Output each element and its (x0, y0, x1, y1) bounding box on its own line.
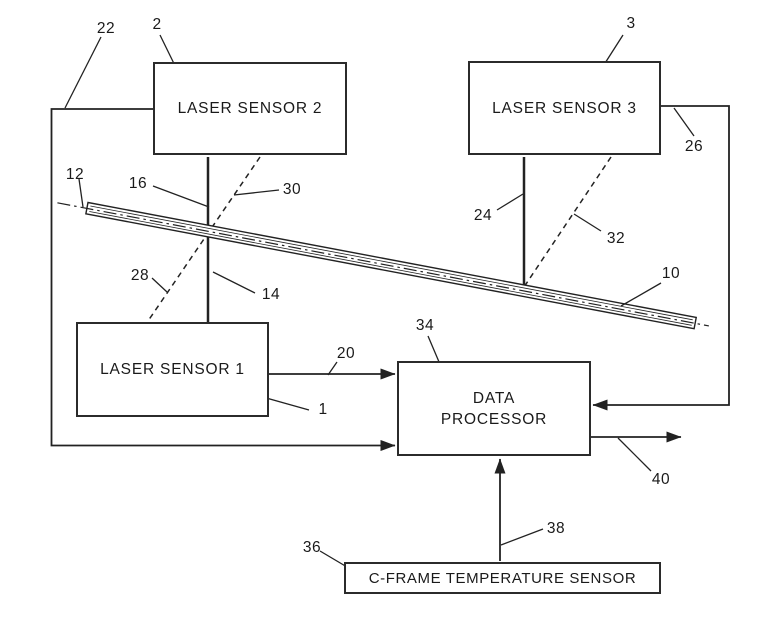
workpiece-strip-inner-top-line (90, 205, 693, 321)
ref-label-20: 20 (336, 345, 356, 362)
leader-line-20 (327, 361, 338, 376)
laser-sensor-1-label: LASER SENSOR 1 (100, 361, 245, 378)
dashed-beam-32 (523, 156, 612, 288)
leader-line-12 (78, 178, 84, 208)
c-frame-temperature-sensor-label: C-FRAME TEMPERATURE SENSOR (368, 569, 637, 587)
laser-sensor-1-box: LASER SENSOR 1 (76, 322, 269, 417)
ref-label-38: 38 (546, 520, 566, 537)
dashed-beam-30-28 (147, 156, 261, 322)
leader-line-26 (673, 107, 695, 137)
laser-sensor-2-label: LASER SENSOR 2 (177, 100, 323, 117)
ref-label-16: 16 (128, 175, 148, 192)
leader-line-24 (496, 193, 524, 211)
workpiece-centerline (57, 202, 709, 327)
signal-line-26 (592, 105, 730, 411)
signal-line-22 (50, 108, 396, 451)
data-processor-label-line1: DATA (472, 389, 516, 407)
leader-line-32 (573, 213, 602, 232)
ref-label-3: 3 (626, 15, 636, 32)
ref-label-32: 32 (606, 230, 626, 247)
workpiece-strip-inner-bottom-line (89, 211, 692, 326)
ref-label-30: 30 (282, 181, 302, 198)
leader-line-14 (212, 271, 256, 294)
leader-line-38 (500, 528, 544, 546)
ref-label-28: 28 (130, 267, 150, 284)
data-processor-box: DATA PROCESSOR (397, 361, 591, 456)
leader-line-16 (152, 185, 210, 208)
ref-label-10: 10 (661, 265, 681, 282)
leader-line-28 (151, 277, 168, 293)
ref-label-36: 36 (302, 539, 322, 556)
data-processor-label-line2: PROCESSOR (440, 410, 548, 428)
laser-sensor-2-box: LASER SENSOR 2 (153, 62, 347, 155)
laser-sensor-3-box: LASER SENSOR 3 (468, 61, 661, 155)
c-frame-temperature-sensor-box: C-FRAME TEMPERATURE SENSOR (344, 562, 661, 594)
ref-label-40: 40 (651, 471, 671, 488)
leader-line-36 (319, 550, 348, 568)
ref-label-22: 22 (96, 20, 116, 37)
ref-label-1: 1 (318, 401, 328, 418)
leader-line-40 (617, 437, 652, 472)
ref-label-34: 34 (415, 317, 435, 334)
leader-line-30 (233, 189, 280, 196)
leader-line-22 (64, 36, 102, 109)
leader-line-10 (620, 282, 662, 307)
laser-sensor-3-label: LASER SENSOR 3 (492, 99, 637, 117)
ref-label-2: 2 (152, 16, 162, 33)
ref-label-24: 24 (473, 207, 493, 224)
workpiece-strip (57, 201, 709, 330)
ref-label-12: 12 (65, 166, 85, 183)
ref-label-26: 26 (684, 138, 704, 155)
ref-label-14: 14 (261, 286, 281, 303)
